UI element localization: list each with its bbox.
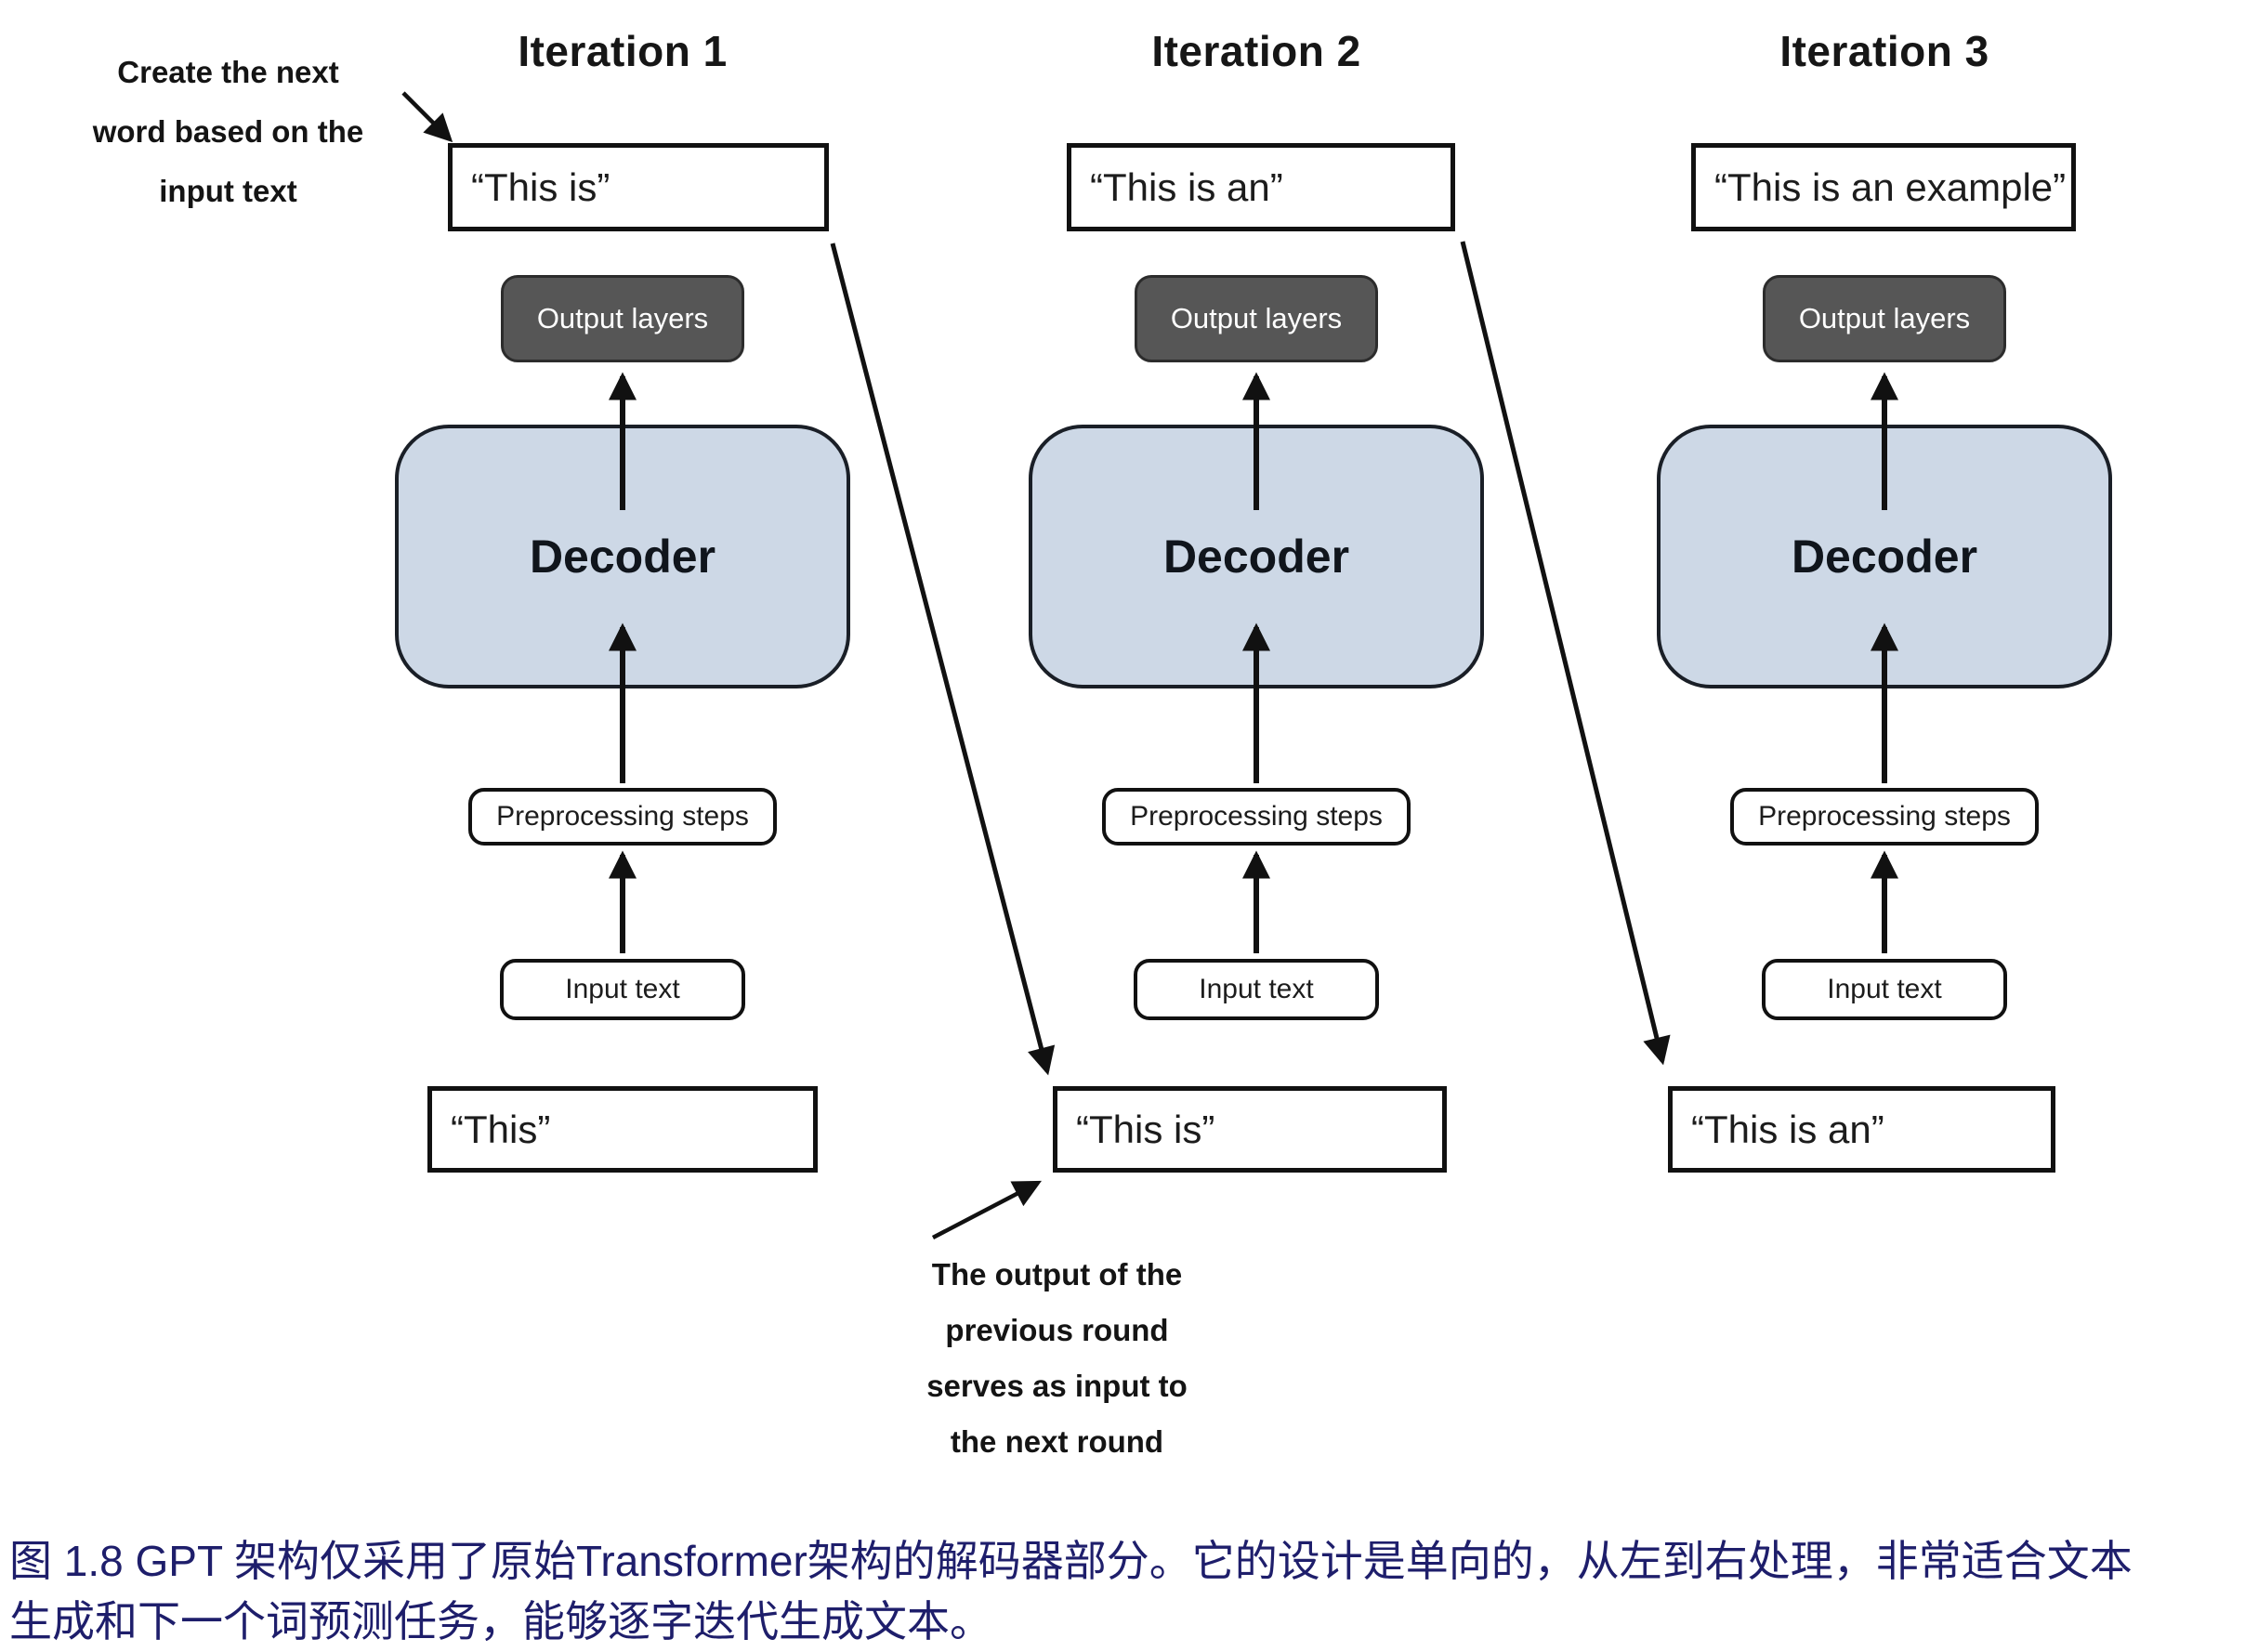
- iteration-2-input-string: “This is”: [1076, 1107, 1215, 1151]
- iteration-2-input-text-label: Input text: [1199, 974, 1314, 1004]
- iteration-1-output-layers-label: Output layers: [536, 302, 709, 334]
- iteration-1-input-text-box: Input text: [500, 959, 745, 1020]
- iteration-3-title: Iteration 3: [1779, 27, 1989, 75]
- iteration-3-input-string-box: “This is an”: [1668, 1086, 2055, 1173]
- iteration-2-preprocessing-label: Preprocessing steps: [1130, 801, 1383, 832]
- iteration-3-preprocessing-label: Preprocessing steps: [1758, 801, 2011, 832]
- annotation-line: previous round: [945, 1313, 1169, 1347]
- iteration-3-input-string: “This is an”: [1691, 1107, 1884, 1151]
- iteration-2-input-text-box: Input text: [1134, 959, 1379, 1020]
- iteration-2-decoder-label: Decoder: [1162, 531, 1350, 583]
- arrow-annotation-output-feedback: [931, 1180, 1042, 1239]
- annotation-line: the next round: [950, 1424, 1164, 1459]
- iteration-3-generated-text: “This is an example”: [1714, 164, 2067, 209]
- iteration-1-generated-text: “This is”: [471, 164, 610, 209]
- annotation-line: The output of the: [931, 1257, 1183, 1291]
- annotation-line: input text: [159, 174, 297, 208]
- iteration-3-output-layers-label: Output layers: [1798, 302, 1971, 334]
- iteration-1-input-string-box: “This”: [427, 1086, 818, 1173]
- iteration-3-input-text-box: Input text: [1762, 959, 2007, 1020]
- iteration-2-output-layers-label: Output layers: [1170, 302, 1343, 334]
- iteration-3-preprocessing-box: Preprocessing steps: [1730, 788, 2039, 846]
- iteration-2-output-layers-box: Output layers: [1135, 275, 1378, 362]
- arrow-output1-to-input2: [830, 243, 1056, 1076]
- iteration-2-generated-text-box: “This is an”: [1067, 143, 1455, 231]
- annotation-create-next-word: Create the next word based on the input …: [45, 43, 412, 221]
- iteration-3-output-layers-box: Output layers: [1763, 275, 2006, 362]
- iteration-1-input-text-label: Input text: [565, 974, 680, 1004]
- iteration-3-generated-text-box: “This is an example”: [1691, 143, 2076, 231]
- iteration-1-output-layers-box: Output layers: [501, 275, 744, 362]
- iteration-1-preprocessing-box: Preprocessing steps: [468, 788, 777, 846]
- annotation-line: Create the next: [117, 55, 339, 89]
- iteration-3-decoder-label: Decoder: [1791, 531, 1978, 583]
- iteration-2-input-string-box: “This is”: [1053, 1086, 1447, 1173]
- arrow-annotation-create-next-word: [401, 91, 453, 143]
- annotation-line: word based on the: [92, 114, 364, 149]
- iteration-1-input-string: “This”: [451, 1107, 551, 1151]
- figure-caption-line-2: 生成和下一个词预测任务，能够逐字迭代生成文本。: [9, 1597, 992, 1645]
- iteration-1-title: Iteration 1: [518, 27, 728, 75]
- annotation-output-feedback: The output of the previous round serves …: [836, 1247, 1278, 1470]
- iteration-3-input-text-label: Input text: [1827, 974, 1942, 1004]
- arrow-output2-to-input3: [1460, 241, 1671, 1066]
- iteration-2-title: Iteration 2: [1151, 27, 1361, 75]
- iteration-2-preprocessing-box: Preprocessing steps: [1102, 788, 1411, 846]
- iteration-1-generated-text-box: “This is”: [448, 143, 829, 231]
- iteration-1-preprocessing-label: Preprocessing steps: [496, 801, 749, 832]
- figure-caption-line-1: 图 1.8 GPT 架构仅采用了原始Transformer架构的解码器部分。它的…: [9, 1537, 2133, 1585]
- figure-caption: 图 1.8 GPT 架构仅采用了原始Transformer架构的解码器部分。它的…: [9, 1531, 2249, 1652]
- annotation-line: serves as input to: [926, 1369, 1188, 1403]
- iteration-2-generated-text: “This is an”: [1090, 164, 1283, 209]
- iteration-1-decoder-label: Decoder: [529, 531, 716, 583]
